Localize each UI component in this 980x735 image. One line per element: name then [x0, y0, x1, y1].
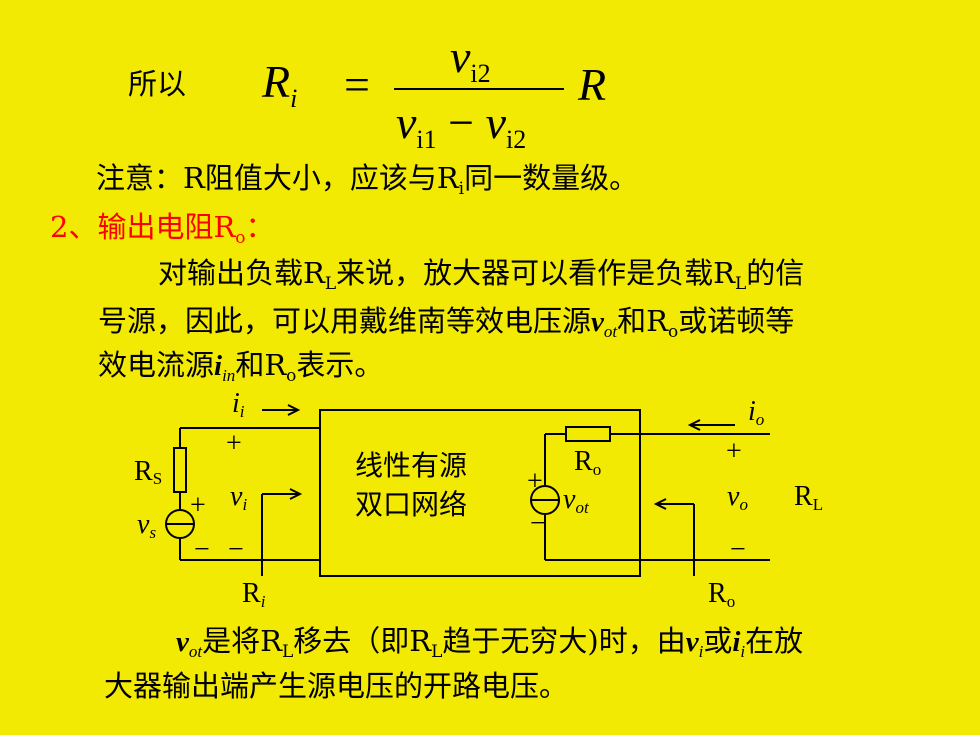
para2-line1: vot是将RL移去（即RL趋于无穷大)时，由vi或ii在放	[176, 624, 804, 662]
vot-minus: −	[530, 508, 546, 539]
para2-line2: 大器输出端产生源电压的开路电压。	[104, 669, 569, 703]
intro-word: 所以	[128, 67, 187, 101]
vo-label: vo	[727, 481, 748, 514]
vo-minus: −	[730, 534, 746, 565]
para1-line1: 对输出负载RL来说，放大器可以看作是负载RL的信	[158, 256, 805, 294]
vs-minus: −	[194, 534, 210, 565]
rs-resistor	[173, 447, 187, 493]
vot-label: vot	[563, 484, 590, 517]
ro-inner-resistor	[565, 426, 611, 442]
io-label: io	[748, 396, 764, 429]
rs-label: RS	[134, 456, 162, 488]
para1-line3: 效电流源iin和Ro表示。	[98, 348, 384, 386]
vot-plus: +	[527, 466, 543, 497]
ri-label: Ri	[242, 578, 266, 611]
vs-label: vs	[137, 509, 156, 542]
vo-plus: +	[726, 436, 742, 467]
para1-line2: 号源，因此，可以用戴维南等效电压源vot和Ro或诺顿等	[98, 304, 795, 342]
formula-lhs: Ri	[262, 56, 298, 113]
rl-label: RL	[794, 481, 823, 514]
formula-factor: R	[578, 59, 607, 110]
vi-label: vi	[230, 481, 247, 514]
formula-numerator: vi2	[450, 31, 491, 88]
ii-label: ii	[232, 388, 245, 421]
network-box	[319, 409, 641, 577]
box-label-2: 双口网络	[355, 489, 467, 521]
formula-denominator: vi1 − vi2	[396, 97, 527, 154]
section-heading: 2、输出电阻Ro：	[50, 210, 275, 248]
box-label-1: 线性有源	[355, 450, 467, 482]
vs-plus: +	[190, 490, 206, 521]
note-line: 注意：R阻值大小，应该与Ri同一数量级。	[96, 161, 639, 199]
vi-minus: −	[228, 534, 244, 565]
formula-equals: =	[344, 59, 370, 110]
fraction-bar	[394, 88, 564, 90]
vi-plus: +	[226, 428, 242, 459]
ro-bottom-label: Ro	[708, 578, 735, 611]
ro-inner-label: Ro	[574, 446, 601, 479]
